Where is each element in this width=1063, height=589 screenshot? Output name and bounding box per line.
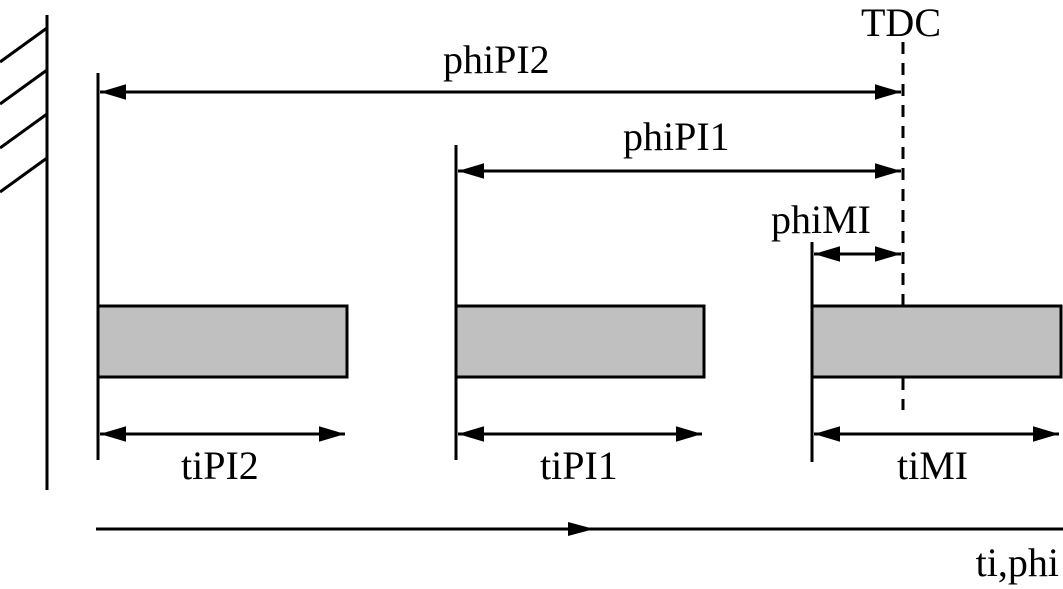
- phi-pi1-label: phiPI1: [623, 114, 730, 159]
- ti-pi2-label: tiPI2: [181, 443, 259, 488]
- ti-mi-label: tiMI: [897, 443, 968, 488]
- time-axis: [96, 522, 1063, 536]
- ti-pi1-label: tiPI1: [540, 443, 618, 488]
- pulse-mi: [810, 304, 1063, 379]
- phi-mi-label: phiMI: [771, 197, 871, 242]
- axis-arrowhead: [568, 522, 594, 536]
- tdc-label: TDC: [861, 0, 941, 45]
- pulse-pi2: [96, 304, 349, 379]
- phi-pi2-label: phiPI2: [443, 37, 550, 82]
- axis-label: ti,phi: [976, 540, 1059, 585]
- pulse-pi1: [454, 304, 706, 379]
- reference-wall: [0, 15, 49, 490]
